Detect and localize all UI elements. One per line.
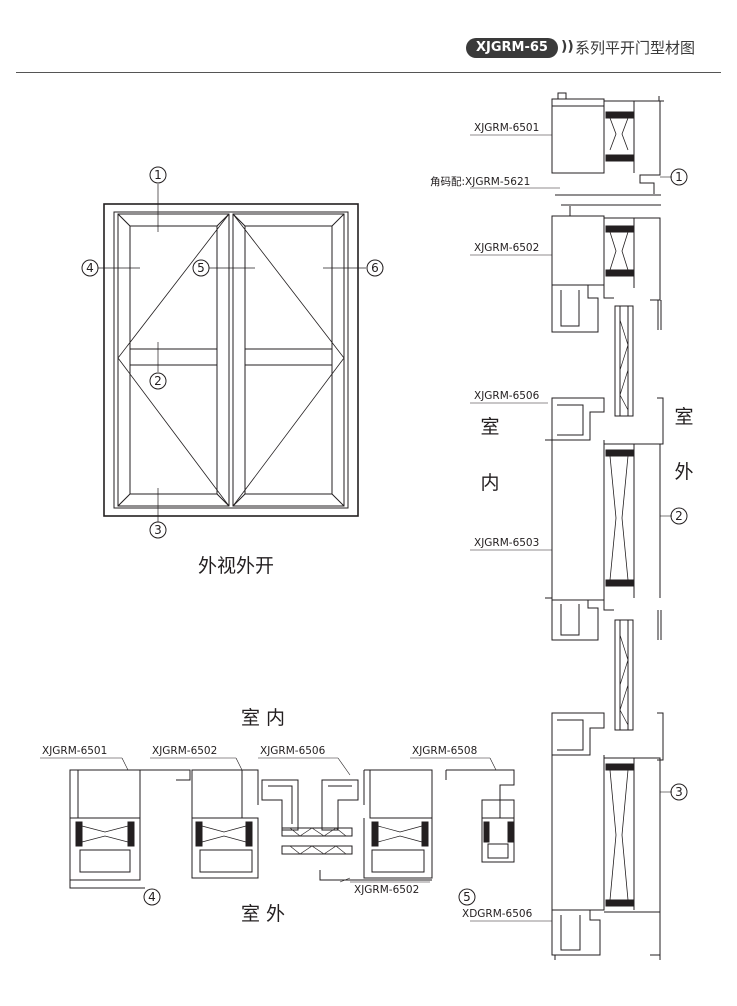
outdoor-char-1: 室 <box>674 406 693 428</box>
vmarker-2: 2 <box>675 509 683 523</box>
chevron-icon: )) <box>561 39 574 55</box>
door-elevation <box>81 166 384 539</box>
marker-5: 5 <box>197 261 205 275</box>
label-corner-5621: 角码配:XJGRM-5621 <box>430 176 530 188</box>
hmarker-4: 4 <box>148 890 156 904</box>
marker-2: 2 <box>154 374 162 388</box>
vmarker-1: 1 <box>675 170 683 184</box>
label-xd6506: XDGRM-6506 <box>462 908 533 920</box>
marker-4: 4 <box>86 261 94 275</box>
indoor-char-2: 内 <box>480 472 499 494</box>
hlabel-6502: XJGRM-6502 <box>152 745 217 757</box>
marker-3: 3 <box>154 523 162 537</box>
marker-1: 1 <box>154 168 162 182</box>
hlabel-6508: XJGRM-6508 <box>412 745 477 757</box>
page-title: 系列平开门型材图 <box>575 39 696 57</box>
hmarker-5: 5 <box>463 890 471 904</box>
hlabel-6501: XJGRM-6501 <box>42 745 107 757</box>
label-6506: XJGRM-6506 <box>474 390 540 402</box>
marker-6: 6 <box>371 261 379 275</box>
indoor-char-1: 室 <box>480 416 499 438</box>
hlabel-6506: XJGRM-6506 <box>260 745 326 757</box>
series-badge: XJGRM-65 <box>466 38 558 58</box>
horizontal-section <box>40 757 515 906</box>
hlabel-6502-bottom: XJGRM-6502 <box>354 884 419 896</box>
label-6501: XJGRM-6501 <box>474 122 539 134</box>
vertical-section <box>470 92 688 960</box>
page-header: XJGRM-65 )) 系列平开门型材图 <box>0 0 737 80</box>
elevation-caption: 外视外开 <box>198 555 274 577</box>
outdoor-char-2: 外 <box>674 461 693 483</box>
header-divider <box>16 72 721 73</box>
vmarker-3: 3 <box>675 785 683 799</box>
horizontal-indoor: 室 内 <box>241 707 285 729</box>
label-6502: XJGRM-6502 <box>474 242 539 254</box>
label-6503: XJGRM-6503 <box>474 537 539 549</box>
horizontal-outdoor: 室 外 <box>241 903 285 925</box>
